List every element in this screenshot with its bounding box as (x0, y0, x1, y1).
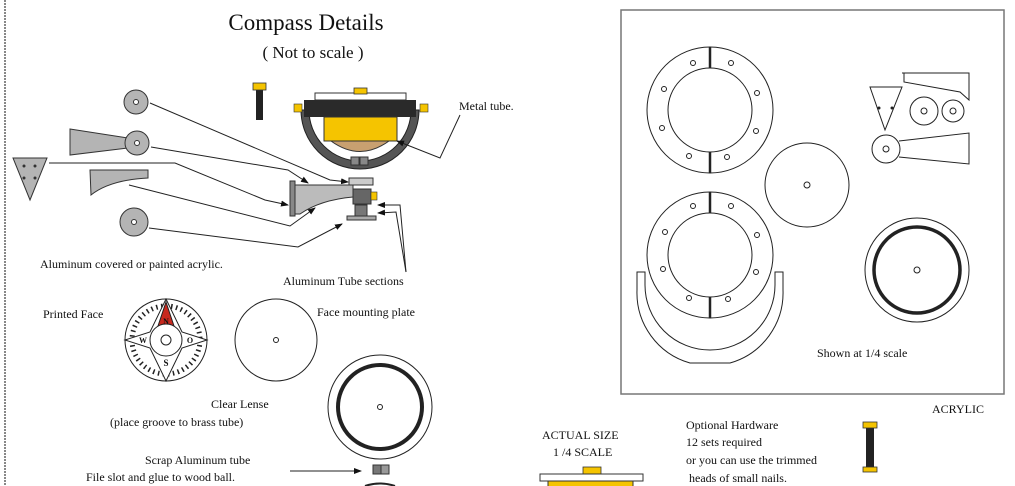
bolt-icon (252, 82, 267, 120)
page-subtitle: ( Not to scale ) (262, 43, 363, 62)
u-strap-part (636, 271, 784, 364)
lens-part (864, 217, 970, 323)
leader-lines (49, 102, 461, 474)
hardware-line: Optional Hardware (686, 418, 778, 432)
optional-hardware-text: Optional Hardware 12 sets required or yo… (686, 418, 817, 485)
aluminum-tube-sections-label: Aluminum Tube sections (283, 274, 404, 288)
scrap-tube-part (364, 464, 396, 486)
metal-tube-label: Metal tube. (459, 99, 514, 113)
quarter-scale-parts (636, 46, 970, 364)
quarter-scale-panel (620, 9, 1005, 395)
scrap-tube-label: Scrap Aluminum tube (145, 453, 250, 467)
washer-part-bottom (119, 207, 149, 237)
shown-at-quarter-scale-label: Shown at 1/4 scale (817, 346, 907, 360)
clear-lense-label: Clear Lense (211, 397, 269, 411)
triangle-part (12, 157, 48, 202)
hardware-line: or you can use the trimmed (686, 453, 817, 467)
washer-part-top (123, 89, 149, 115)
face-mounting-plate (234, 298, 318, 382)
lever-part (69, 128, 150, 156)
file-slot-label: File slot and glue to wood ball. (86, 470, 235, 484)
ring-part-bottom (646, 191, 774, 319)
page-title: Compass Details (228, 10, 383, 35)
place-groove-label: (place groove to brass tube) (110, 415, 243, 429)
compass-letter-e: O (187, 336, 193, 345)
aluminum-covered-label: Aluminum covered or painted acrylic. (40, 257, 223, 271)
face-mounting-plate-label: Face mounting plate (317, 305, 415, 319)
compass-letter-s: S (163, 358, 168, 368)
compass-letter-n: N (163, 317, 169, 326)
quarter-scale-label: 1 /4 SCALE (553, 445, 612, 459)
actual-size-label: ACTUAL SIZE (542, 428, 619, 442)
printed-face-label: Printed Face (43, 307, 103, 321)
plate-part (764, 142, 850, 228)
hardware-bolt-icon (862, 421, 878, 473)
compass-letter-w: W (139, 336, 147, 345)
hardware-line: heads of small nails. (686, 471, 787, 485)
ring-part-top (646, 46, 774, 174)
compass-assembly (289, 87, 429, 221)
clear-lens (327, 354, 433, 460)
compass-face-icon: N S O W (123, 297, 209, 383)
acrylic-label: ACRYLIC (932, 402, 984, 416)
bracket-part (89, 169, 149, 196)
actual-size-assembly (539, 466, 644, 486)
small-parts (869, 72, 970, 165)
hardware-line: 12 sets required (686, 435, 762, 449)
